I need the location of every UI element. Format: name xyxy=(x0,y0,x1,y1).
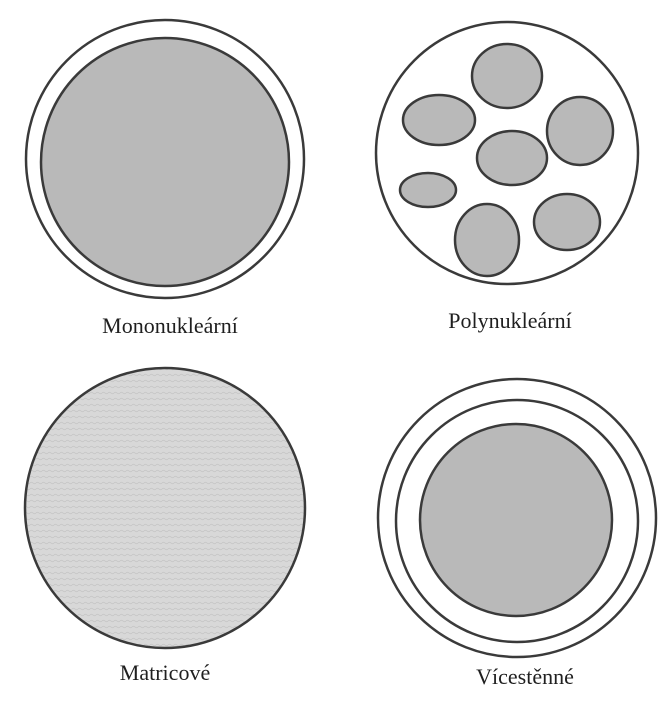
polynuclear-core-bottom-right xyxy=(534,194,600,250)
matrix-body xyxy=(25,368,305,648)
caption-mononuclear: Mononukleární xyxy=(40,313,300,339)
caption-multilayer: Vícestěnné xyxy=(395,664,655,690)
mononuclear-capsule xyxy=(26,20,304,298)
polynuclear-core-bottom xyxy=(455,204,519,276)
polynuclear-core-right xyxy=(547,97,613,165)
caption-matrix: Matricové xyxy=(35,660,295,686)
multilayer-core xyxy=(420,424,612,616)
polynuclear-core-top xyxy=(472,44,542,108)
multilayer-capsule xyxy=(378,379,656,657)
polynuclear-capsule xyxy=(376,22,638,284)
matrix-capsule xyxy=(25,368,305,648)
polynuclear-core-left xyxy=(403,95,475,145)
caption-polynuclear: Polynukleární xyxy=(380,308,640,334)
polynuclear-core-center xyxy=(477,131,547,185)
polynuclear-core-small-left xyxy=(400,173,456,207)
mononuclear-core xyxy=(41,38,289,286)
